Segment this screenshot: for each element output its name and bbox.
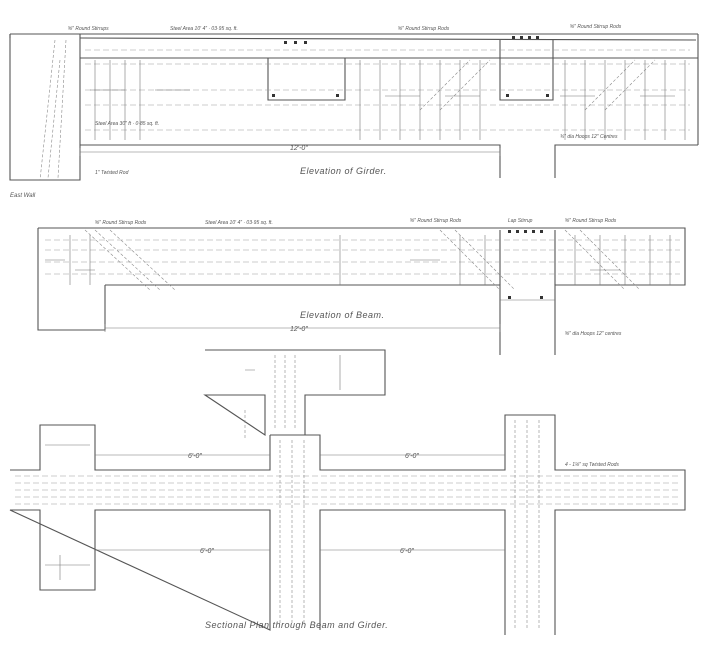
girder-bars bbox=[85, 49, 690, 131]
girder-rod-left-label: ⅝″ Round Stirrups bbox=[68, 26, 109, 32]
beam-title: Elevation of Beam. bbox=[300, 310, 385, 320]
girder-steel-area-label: Steel Area 10′ 4″ · 03·95 sq. ft. bbox=[170, 26, 238, 32]
beam-steel-area-label: Steel Area 10′ 4″ · 03·95 sq. ft. bbox=[205, 220, 273, 226]
girder-twisted-rod-label: 1″ Twisted Rod bbox=[95, 170, 129, 176]
east-wall-label: East Wall bbox=[10, 193, 36, 199]
girder-outline bbox=[9, 33, 699, 178]
plan-twisted-rods-label: 4 - 1⅛″ sq Twisted Rods bbox=[565, 462, 619, 468]
plan-bars bbox=[15, 475, 680, 505]
section-outline bbox=[203, 349, 386, 437]
girder-hoops-label: ¾″ dia Hoops 12″ Centres bbox=[560, 134, 618, 140]
beam-hoops-label: ⅝″ dia Hoops 12″ centres bbox=[565, 331, 622, 337]
plan-outline bbox=[9, 414, 686, 635]
beam-rod-right-label: ⅝″ Round Stirrup Rods bbox=[565, 218, 617, 224]
girder-rod-right-label: ⅝″ Round Stirrup Rods bbox=[570, 24, 622, 30]
girder-span-label: 12′-0″ bbox=[290, 145, 308, 152]
beam-span-label: 12′-0″ bbox=[290, 326, 308, 333]
plan-dim-upper-left: 6′-0″ bbox=[188, 453, 202, 460]
east-wall-outline bbox=[9, 34, 81, 181]
girder-steel-area-lower-label: Steel Area 30″ ft · 0·85 sq. ft. bbox=[95, 121, 159, 127]
beam-rod-mid-label: ⅝″ Round Stirrup Rods bbox=[410, 218, 462, 224]
sectional-plan: 6′-0″ 6′-0″ 4 - 1⅛″ sq Twisted Rods 6′-0… bbox=[9, 414, 686, 635]
plan-dim-lower-left: 6′-0″ bbox=[200, 548, 214, 555]
girder-rod-mid-label: ⅝″ Round Stirrup Rods bbox=[398, 26, 450, 32]
beam-rod-left-label: ⅝″ Round Stirrup Rods bbox=[95, 220, 147, 226]
section-detail bbox=[203, 349, 386, 440]
plan-dim-lower-right: 6′-0″ bbox=[400, 548, 414, 555]
beam-elevation: ⅝″ Round Stirrup Rods Steel Area 10′ 4″ … bbox=[37, 218, 686, 355]
beam-lap-stirrup-label: Lap Stirrup bbox=[508, 218, 533, 224]
girder-elevation: ⅝″ Round Stirrups Steel Area 10′ 4″ · 03… bbox=[9, 24, 699, 181]
girder-title: Elevation of Girder. bbox=[300, 166, 387, 176]
beam-bars bbox=[45, 239, 680, 275]
plan-dim-upper-right: 6′-0″ bbox=[405, 453, 419, 460]
plan-title: Sectional Plan through Beam and Girder. bbox=[205, 620, 388, 630]
